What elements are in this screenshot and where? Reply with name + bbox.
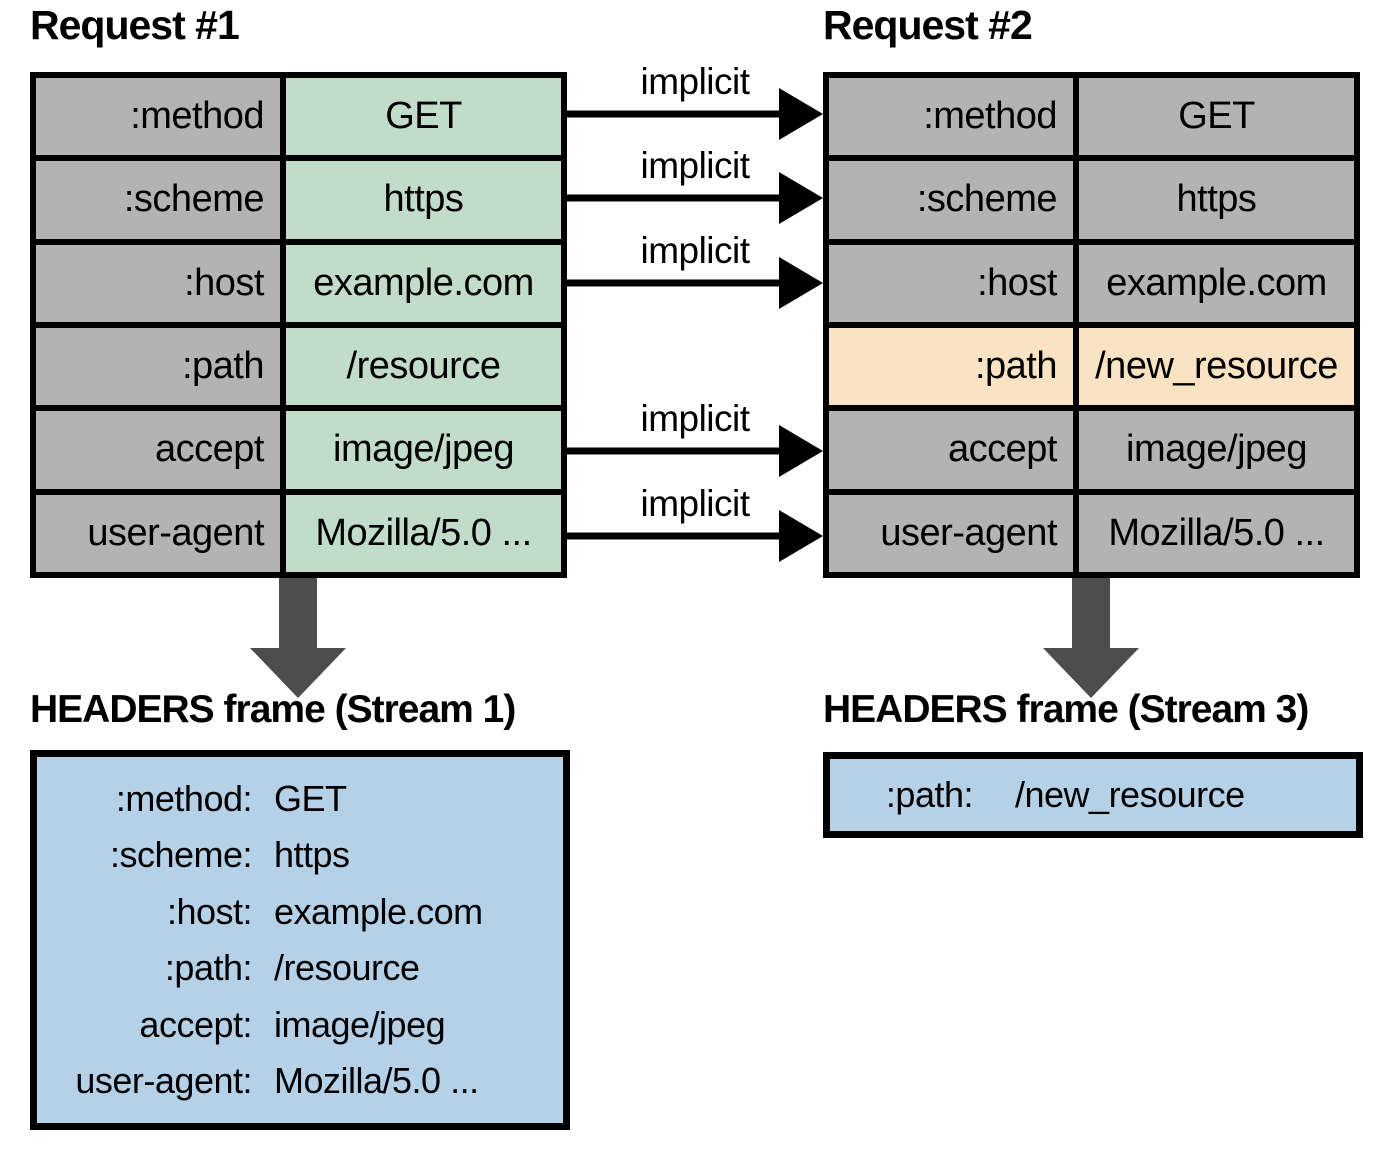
- frame-line-name: :scheme:: [109, 834, 253, 876]
- implicit-arrow: [567, 172, 823, 224]
- frame-line-value: example.com: [274, 890, 483, 932]
- table-row-highlighted-path: :path /new_resource: [823, 321, 1360, 412]
- header-value-cell: example.com: [1073, 238, 1360, 328]
- frame-line-value: /new_resource: [1015, 774, 1245, 815]
- header-name-cell: :host: [823, 238, 1079, 328]
- table-row: :scheme https: [823, 155, 1360, 245]
- frame-line-value: GET: [274, 777, 347, 819]
- header-value-cell: example.com: [280, 238, 567, 328]
- implicit-arrow: [567, 510, 823, 562]
- frame-line: :scheme: https: [37, 834, 563, 876]
- headers-frame1-box: :method: GET :scheme: https :host: examp…: [30, 750, 570, 1130]
- request1-table: :method GET :scheme https :host example.…: [30, 71, 567, 579]
- frame-line: :method: GET: [37, 778, 563, 820]
- request2-table: :method GET :scheme https :host example.…: [823, 71, 1360, 579]
- header-name-cell: :method: [823, 71, 1079, 162]
- table-row: :method GET: [823, 71, 1360, 162]
- frame-line: :path: /resource: [37, 947, 563, 989]
- frame-line-name: accept:: [139, 1003, 252, 1045]
- down-arrow-icon: [250, 578, 346, 698]
- header-name-cell: :method: [30, 71, 286, 162]
- header-name-cell: :scheme: [823, 155, 1079, 245]
- frame-line-value: Mozilla/5.0 ...: [274, 1060, 479, 1102]
- implicit-arrow: [567, 257, 823, 309]
- implicit-arrow: [567, 88, 823, 140]
- frame-line-name: :path:: [164, 947, 253, 989]
- header-value-cell: image/jpeg: [1073, 405, 1360, 495]
- table-row: accept image/jpeg: [823, 405, 1360, 495]
- header-name-cell: :path: [823, 321, 1079, 412]
- header-value-cell: /resource: [280, 321, 567, 412]
- implicit-label: implicit: [640, 230, 750, 271]
- headers-frame2-box: :path: /new_resource: [823, 752, 1363, 838]
- frame-line: user-agent: Mozilla/5.0 ...: [37, 1060, 563, 1102]
- frame-line-name: :method:: [115, 777, 253, 819]
- table-row: :method GET: [30, 71, 567, 162]
- frame-line-value: image/jpeg: [274, 1003, 446, 1045]
- frame-line: :path: /new_resource: [830, 774, 1356, 816]
- frame-line-name: user-agent:: [75, 1060, 252, 1102]
- headers-frame1-title: HEADERS frame (Stream 1): [30, 688, 516, 731]
- frame-line-value: https: [274, 834, 350, 876]
- header-value-cell: https: [280, 155, 567, 245]
- header-name-cell: user-agent: [30, 488, 286, 579]
- table-row: :host example.com: [30, 238, 567, 328]
- implicit-label: implicit: [640, 398, 750, 439]
- frame-line-name: :host:: [166, 890, 253, 932]
- headers-frame2-title: HEADERS frame (Stream 3): [823, 688, 1309, 731]
- implicit-label: implicit: [640, 145, 750, 186]
- table-row: :path /resource: [30, 321, 567, 412]
- frame-line: :host: example.com: [37, 891, 563, 933]
- request1-title: Request #1: [30, 2, 240, 48]
- header-value-cell: GET: [280, 71, 567, 162]
- header-name-cell: accept: [30, 405, 286, 495]
- table-row: :host example.com: [823, 238, 1360, 328]
- header-name-cell: :scheme: [30, 155, 286, 245]
- table-row: accept image/jpeg: [30, 405, 567, 495]
- frame-line: accept: image/jpeg: [37, 1004, 563, 1046]
- table-row: user-agent Mozilla/5.0 ...: [30, 488, 567, 579]
- header-value-cell: /new_resource: [1073, 321, 1360, 412]
- frame-line-value: /resource: [274, 947, 420, 989]
- implicit-arrow: [567, 425, 823, 477]
- implicit-arrows: [567, 88, 823, 562]
- header-value-cell: https: [1073, 155, 1360, 245]
- table-row: user-agent Mozilla/5.0 ...: [823, 488, 1360, 579]
- down-arrow-icon: [1043, 578, 1139, 698]
- header-value-cell: GET: [1073, 71, 1360, 162]
- header-value-cell: image/jpeg: [280, 405, 567, 495]
- implicit-label: implicit: [640, 61, 750, 102]
- frame-line-name: :path:: [885, 774, 974, 815]
- implicit-label: implicit: [640, 483, 750, 524]
- header-name-cell: accept: [823, 405, 1079, 495]
- header-name-cell: :path: [30, 321, 286, 412]
- header-name-cell: :host: [30, 238, 286, 328]
- header-value-cell: Mozilla/5.0 ...: [280, 488, 567, 579]
- table-row: :scheme https: [30, 155, 567, 245]
- header-value-cell: Mozilla/5.0 ...: [1073, 488, 1360, 579]
- header-name-cell: user-agent: [823, 488, 1079, 579]
- request2-title: Request #2: [823, 2, 1033, 48]
